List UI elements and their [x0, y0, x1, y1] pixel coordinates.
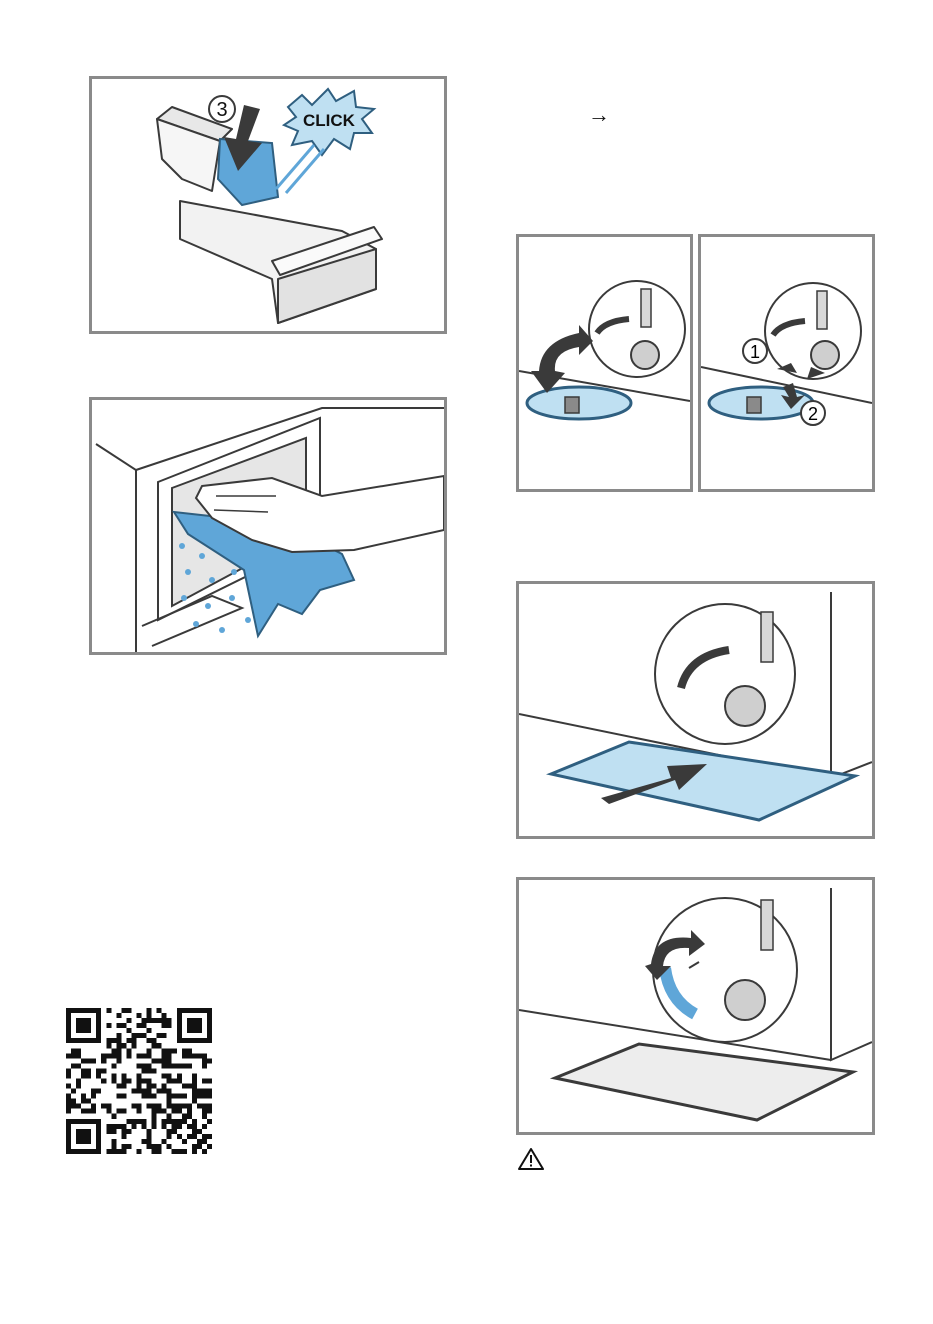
- slide-tray-illustration: [516, 581, 875, 839]
- tray: [551, 742, 855, 820]
- filter-flap-remove-illustration: 1 2: [698, 234, 875, 492]
- arrow-glyph: →: [588, 104, 610, 126]
- step-number-1: 1: [750, 342, 760, 362]
- warning-triangle-icon: [518, 1147, 544, 1171]
- dispenser-insert-illustration: 3 CLICK: [89, 76, 447, 334]
- drain-hose-illustration: [516, 877, 875, 1135]
- click-label: CLICK: [303, 111, 356, 130]
- step-number-2: 2: [808, 404, 818, 424]
- qr-code-icon: [66, 1008, 212, 1154]
- step-number-3: 3: [216, 99, 227, 121]
- wipe-recess-illustration: [89, 397, 447, 655]
- filter-flap-open-illustration: [516, 234, 693, 492]
